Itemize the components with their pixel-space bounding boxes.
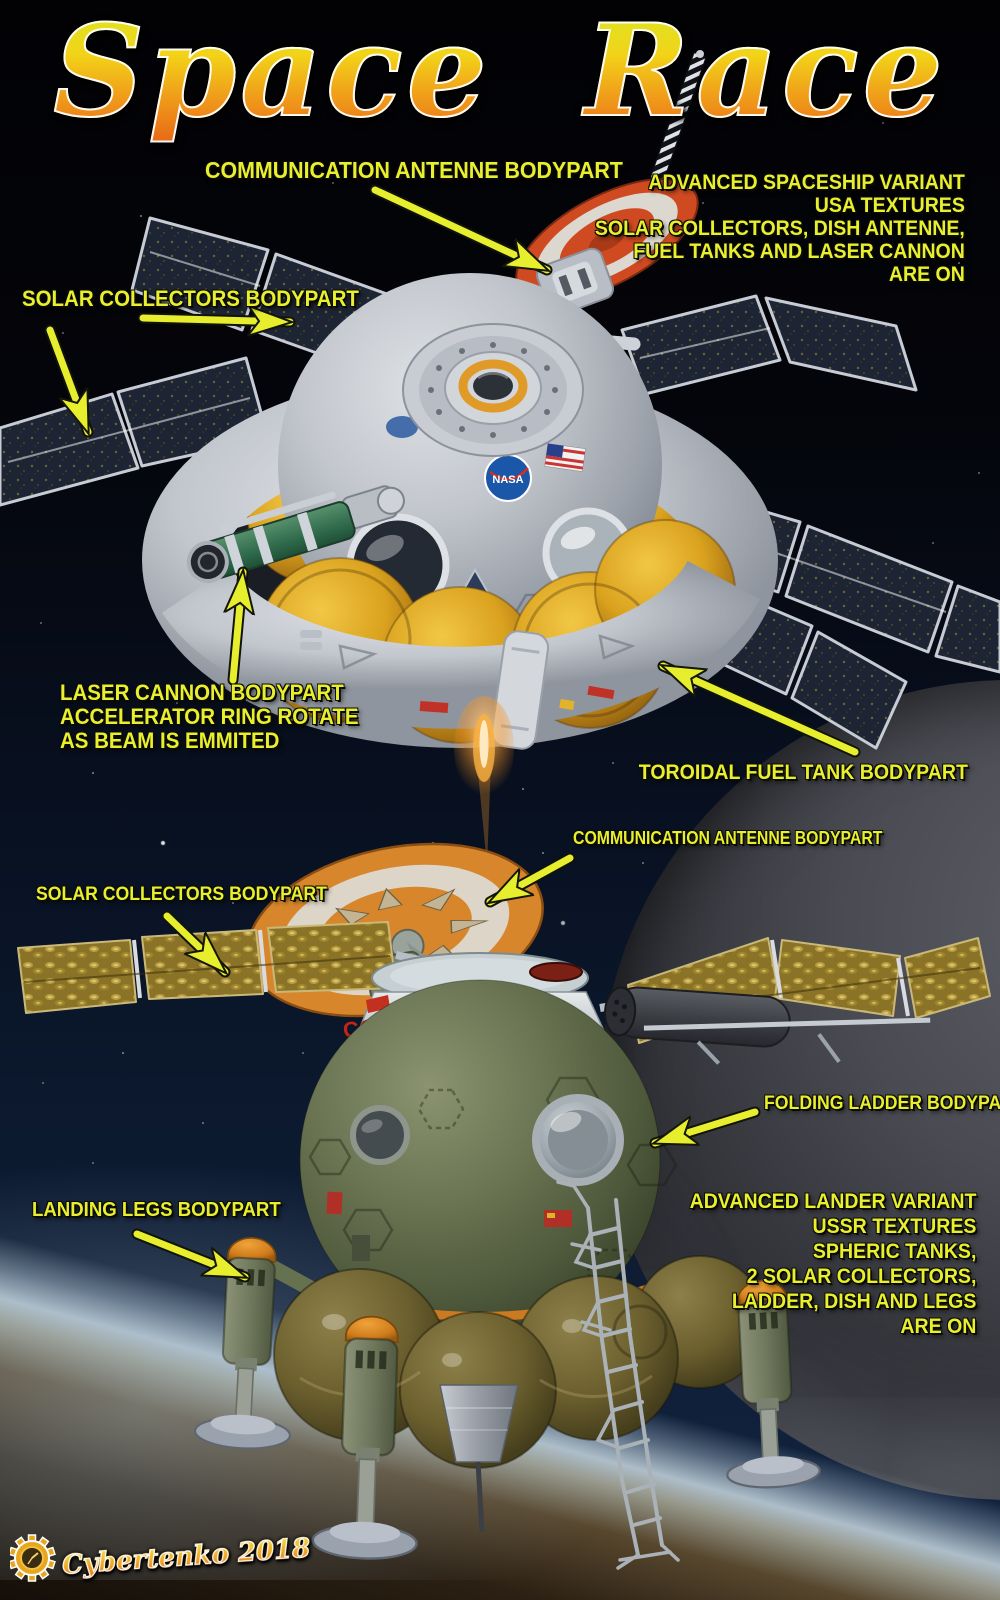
toroidal-ring-front xyxy=(161,559,761,729)
lander-dark-cylinder xyxy=(603,986,931,1065)
engine-nozzle xyxy=(439,1384,519,1533)
label-solar-collectors-lander: SOLAR COLLECTORS BODYPART xyxy=(36,884,327,905)
us-flag-decal-1 xyxy=(544,443,586,472)
folding-ladder xyxy=(556,1180,680,1570)
label-folding-ladder: FOLDING LADDER BODYPART xyxy=(764,1093,1000,1114)
spaceship-info-line: ARE ON xyxy=(889,263,965,286)
lander-info-line: USSR TEXTURES xyxy=(812,1215,976,1238)
ussr-lander-render: CCCP xyxy=(17,842,991,1570)
nasa-logo: NASA xyxy=(484,454,532,502)
label-landing-legs: LANDING LEGS BODYPART xyxy=(32,1199,281,1221)
lander-info-line: SPHERIC TANKS, xyxy=(812,1240,976,1263)
label-lander-info: ADVANCED LANDER VARIANT USSR TEXTURES SP… xyxy=(689,1189,976,1339)
spaceship-info-line: FUEL TANKS AND LASER CANNON xyxy=(633,240,965,263)
laser-cannon-line: LASER CANNON BODYPART xyxy=(60,680,344,705)
ussr-flag-decal xyxy=(544,1210,572,1227)
usa-solar-wing-right-top xyxy=(620,294,918,396)
signature-text: Cybertenko 2018 xyxy=(61,1533,312,1582)
spaceship-info-line: ADVANCED SPACESHIP VARIANT xyxy=(648,171,965,194)
artist-signature: Cybertenko 2018 xyxy=(10,1532,312,1582)
usa-spaceship-render: NASA xyxy=(0,50,1000,866)
docking-ring xyxy=(402,323,584,457)
lander-info-line: LADDER, DISH AND LEGS xyxy=(731,1290,976,1313)
label-toroidal-fuel-tank: TOROIDAL FUEL TANK BODYPART xyxy=(638,761,968,784)
spaceship-info-line: SOLAR COLLECTORS, DISH ANTENNE, xyxy=(594,217,965,240)
ring-markings xyxy=(300,630,636,713)
label-laser-cannon: LASER CANNON BODYPART ACCELERATOR RING R… xyxy=(60,681,359,753)
landing-leg-left xyxy=(193,1237,292,1450)
label-solar-collectors-top: SOLAR COLLECTORS BODYPART xyxy=(22,286,359,311)
landing-leg-center xyxy=(311,1315,418,1560)
label-comm-antenne-top: COMMUNICATION ANTENNE BODYPART xyxy=(205,157,623,183)
landing-leg-right xyxy=(726,1279,821,1489)
engine-flame xyxy=(454,696,514,866)
lander-info-line: ARE ON xyxy=(900,1315,976,1338)
label-comm-antenne-lander: COMMUNICATION ANTENNE BODYPART xyxy=(573,828,883,848)
laser-cannon-line: ACCELERATOR RING ROTATE xyxy=(60,704,359,729)
laser-cannon-line: AS BEAM IS EMMITED xyxy=(60,728,280,753)
lander-info-line: 2 SOLAR COLLECTORS, xyxy=(746,1265,976,1288)
nasa-text: NASA xyxy=(492,474,523,486)
gear-logo-icon xyxy=(10,1534,56,1582)
page-title: Space Race xyxy=(0,1,1000,141)
laser-cannon xyxy=(186,485,405,583)
label-spaceship-info: ADVANCED SPACESHIP VARIANT USA TEXTURES … xyxy=(595,171,965,286)
lander-info-line: ADVANCED LANDER VARIANT xyxy=(689,1190,976,1213)
spaceship-info-line: USA TEXTURES xyxy=(814,194,965,217)
